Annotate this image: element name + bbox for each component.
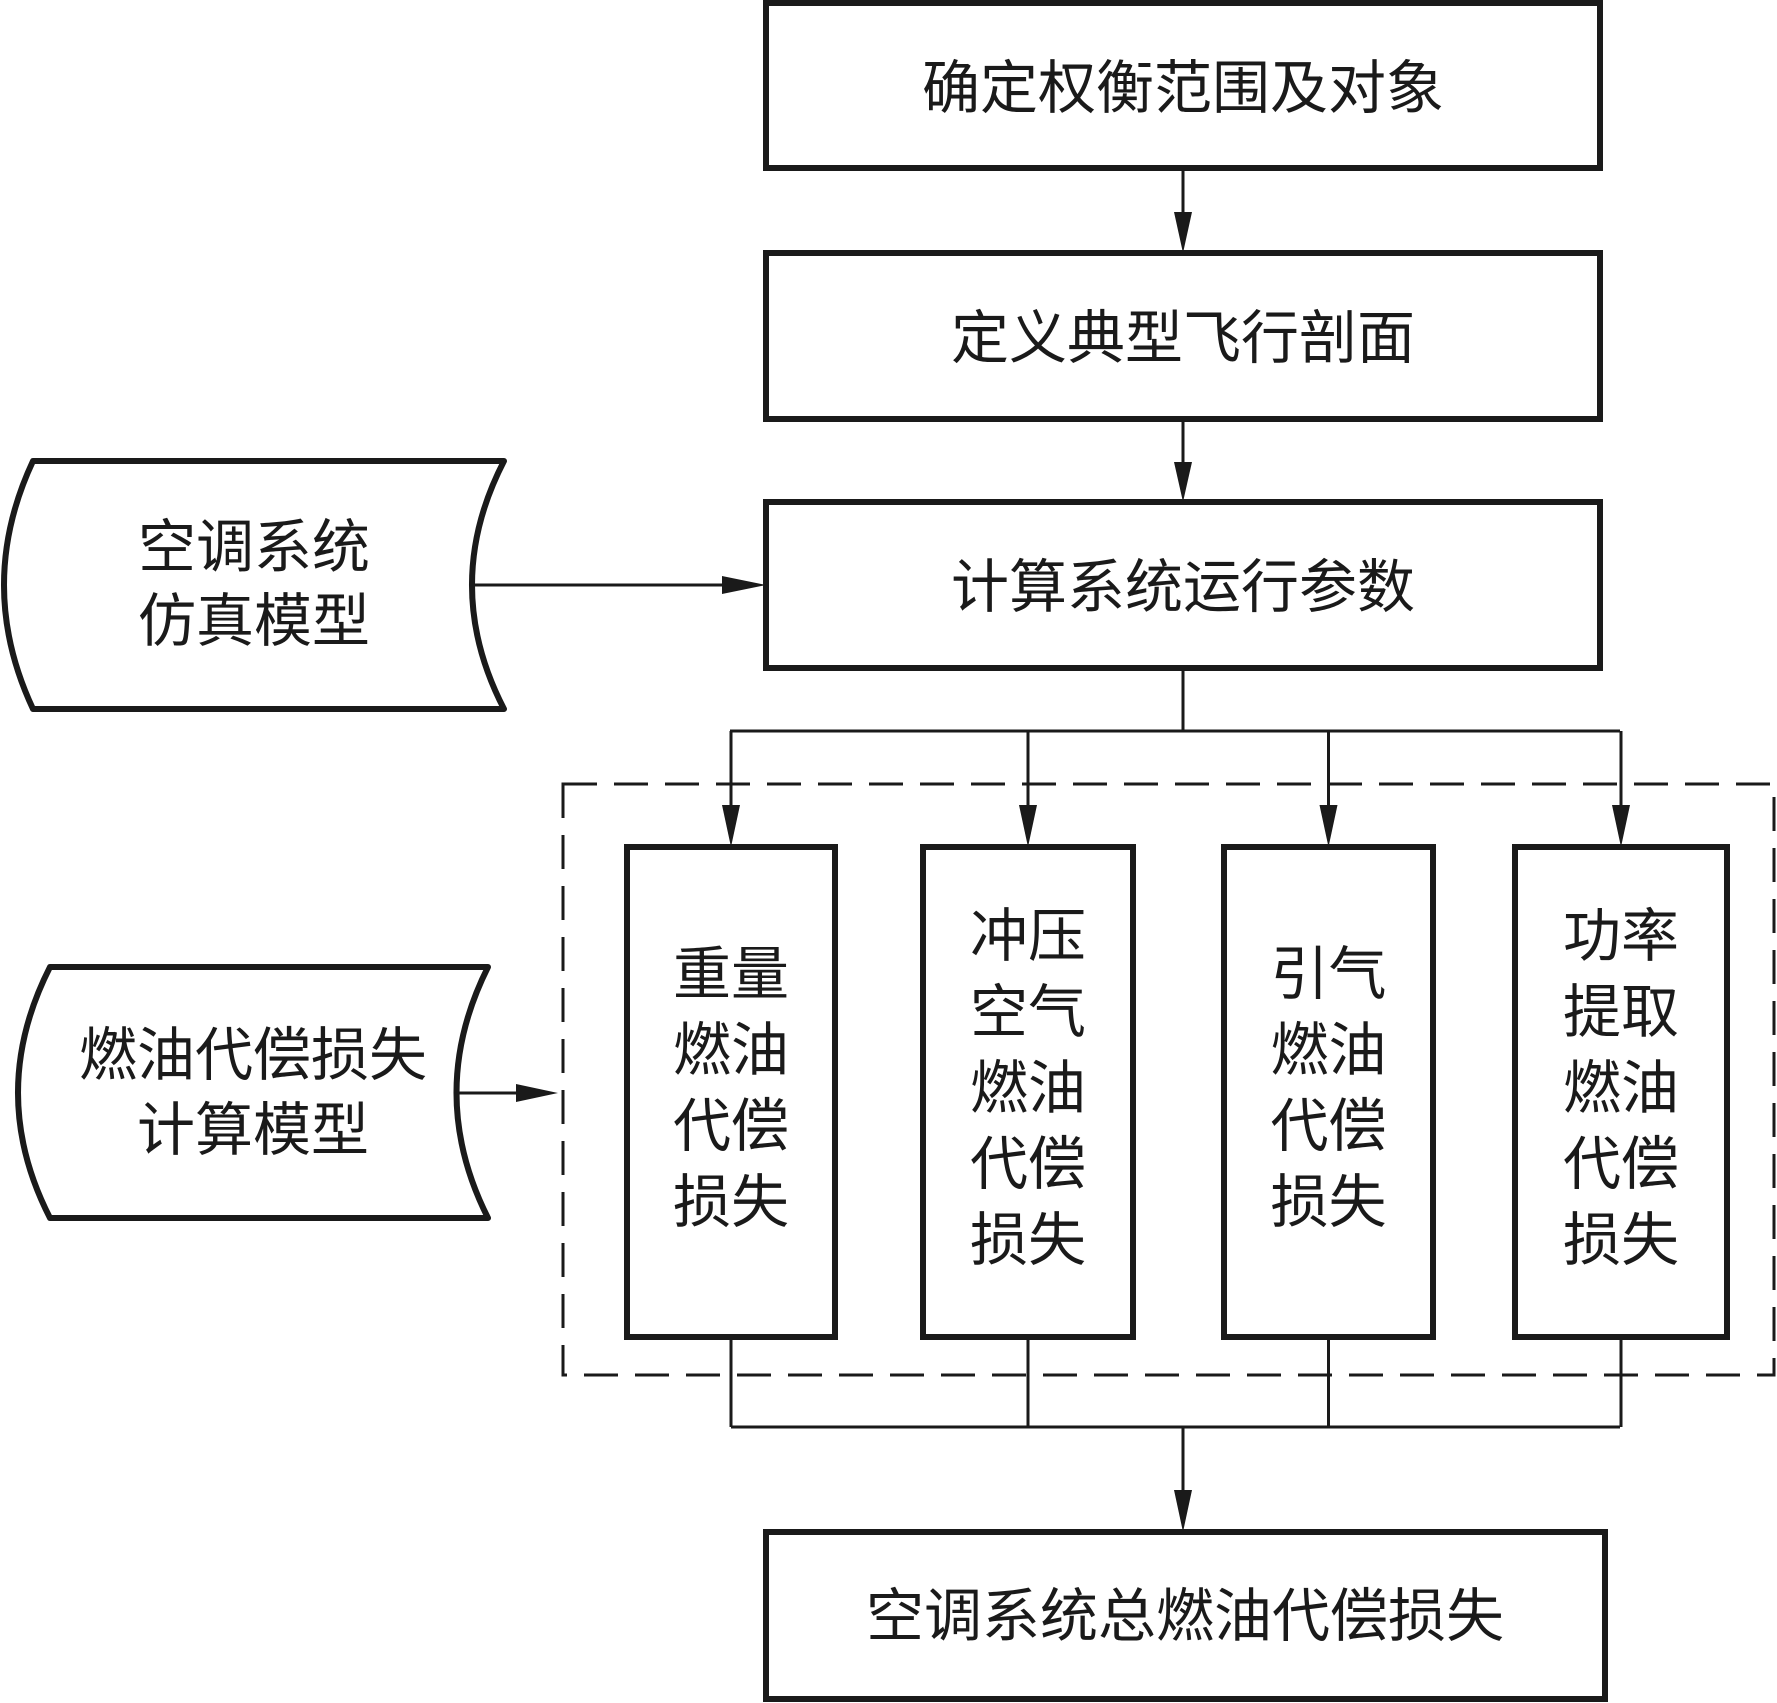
- step-define-profile-label: 定义典型飞行剖面: [951, 304, 1415, 372]
- step-determine-scope: 确定权衡范围及对象: [763, 0, 1603, 171]
- component-label-line: 冲压: [970, 902, 1086, 970]
- input-sim-model: 空调系统 仿真模型: [1, 458, 507, 712]
- arrowhead-icon: [722, 805, 740, 847]
- step-total-loss-label: 空调系统总燃油代偿损失: [866, 1582, 1504, 1650]
- input-fuel-model-line1: 燃油代偿损失: [79, 1021, 427, 1089]
- component-box: [1512, 844, 1730, 1340]
- arrowhead-icon: [1174, 212, 1192, 253]
- arrowhead-icon: [516, 1084, 558, 1102]
- component-label-line: 损失: [673, 1168, 789, 1236]
- component-label-line: 重量: [673, 940, 789, 1008]
- arrowhead-icon: [1019, 805, 1037, 847]
- step-total-loss: 空调系统总燃油代偿损失: [763, 1529, 1608, 1702]
- component-label-line: 燃油: [1270, 1016, 1386, 1084]
- component-label-line: 代偿: [673, 1092, 789, 1160]
- component-label-line: 损失: [1270, 1168, 1386, 1236]
- component-label-line: 代偿: [970, 1130, 1086, 1198]
- component-label-line: 提取: [1563, 978, 1679, 1046]
- component-label-line: 燃油: [970, 1054, 1086, 1122]
- input-fuel-model: 燃油代偿损失 计算模型: [15, 964, 491, 1221]
- component-label-line: 代偿: [1270, 1092, 1386, 1160]
- component-label-line: 功率: [1563, 902, 1679, 970]
- component-label-line: 损失: [970, 1206, 1086, 1274]
- step-define-profile: 定义典型飞行剖面: [763, 250, 1603, 422]
- arrowhead-icon: [1319, 805, 1338, 847]
- input-fuel-model-line2: 计算模型: [137, 1096, 369, 1164]
- step-calc-params: 计算系统运行参数: [763, 499, 1603, 671]
- input-sim-model-line2: 仿真模型: [138, 587, 370, 655]
- arrowhead-icon: [722, 576, 766, 594]
- step-determine-scope-label: 确定权衡范围及对象: [922, 54, 1444, 122]
- arrowhead-icon: [1174, 1490, 1192, 1532]
- step-calc-params-label: 计算系统运行参数: [951, 553, 1415, 621]
- components-group-border: [561, 782, 1776, 1377]
- component-label-line: 燃油: [673, 1016, 789, 1084]
- component-label-line: 代偿: [1563, 1130, 1679, 1198]
- arrowhead-icon: [1174, 462, 1192, 502]
- component-label-line: 引气: [1270, 940, 1386, 1008]
- component-box: [1221, 844, 1436, 1340]
- component-label-line: 损失: [1563, 1206, 1679, 1274]
- component-label-line: 空气: [970, 978, 1086, 1046]
- component-box: [920, 844, 1136, 1340]
- component-label-line: 燃油: [1563, 1054, 1679, 1122]
- input-sim-model-line1: 空调系统: [138, 513, 370, 581]
- arrowhead-icon: [1612, 805, 1630, 847]
